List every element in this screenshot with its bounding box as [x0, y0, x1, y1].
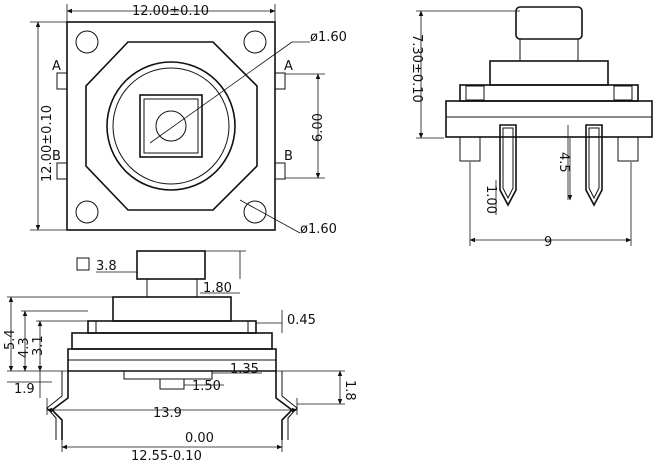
- height-3-1: 3.1: [31, 335, 46, 356]
- pin-b-right: B: [284, 149, 293, 164]
- span-dim: 9: [544, 235, 552, 250]
- front-view: 3.8 1.80 0.45: [3, 250, 357, 464]
- pin-a-left: A: [52, 59, 61, 74]
- cap-width-dim: 3.8: [96, 259, 117, 274]
- height-4-3: 4.3: [17, 337, 32, 358]
- pitch-dim: 6.00: [311, 113, 326, 142]
- dia-bottom-label: ø1.60: [300, 222, 337, 237]
- pin-a-right: A: [284, 59, 293, 74]
- height-1-9: 1.9: [14, 382, 35, 397]
- top-view: 12.00±0.10 12.00±0.10 ø1.60 ø1.60 A: [30, 4, 347, 237]
- pin-width-dim: 1.00: [483, 185, 498, 214]
- dia-top-label: ø1.60: [310, 30, 347, 45]
- side-height-dim: 7.30±0.10: [409, 34, 424, 103]
- dim-1-8: 1.8: [342, 380, 357, 401]
- square-symbol: [76, 257, 90, 271]
- tol-nominal: 12.55-0.10: [131, 449, 202, 464]
- cap-height-dim: 1.80: [203, 281, 232, 296]
- gap-dim: 0.45: [287, 313, 316, 328]
- pin-b-left: B: [52, 149, 61, 164]
- dim-1-35: 1.35: [230, 362, 259, 377]
- tol-upper: 0.00: [185, 431, 214, 446]
- height-5-4: 5.4: [3, 329, 18, 350]
- pin-len-dim: 4.5: [556, 152, 571, 173]
- top-height-dim: 12.00±0.10: [40, 105, 55, 182]
- side-view: 7.30±0.10 4.5 1.00 9: [409, 6, 653, 250]
- dim-1-50: 1.50: [192, 379, 221, 394]
- dim-13-9: 13.9: [153, 406, 182, 421]
- top-width-dim: 12.00±0.10: [132, 4, 209, 19]
